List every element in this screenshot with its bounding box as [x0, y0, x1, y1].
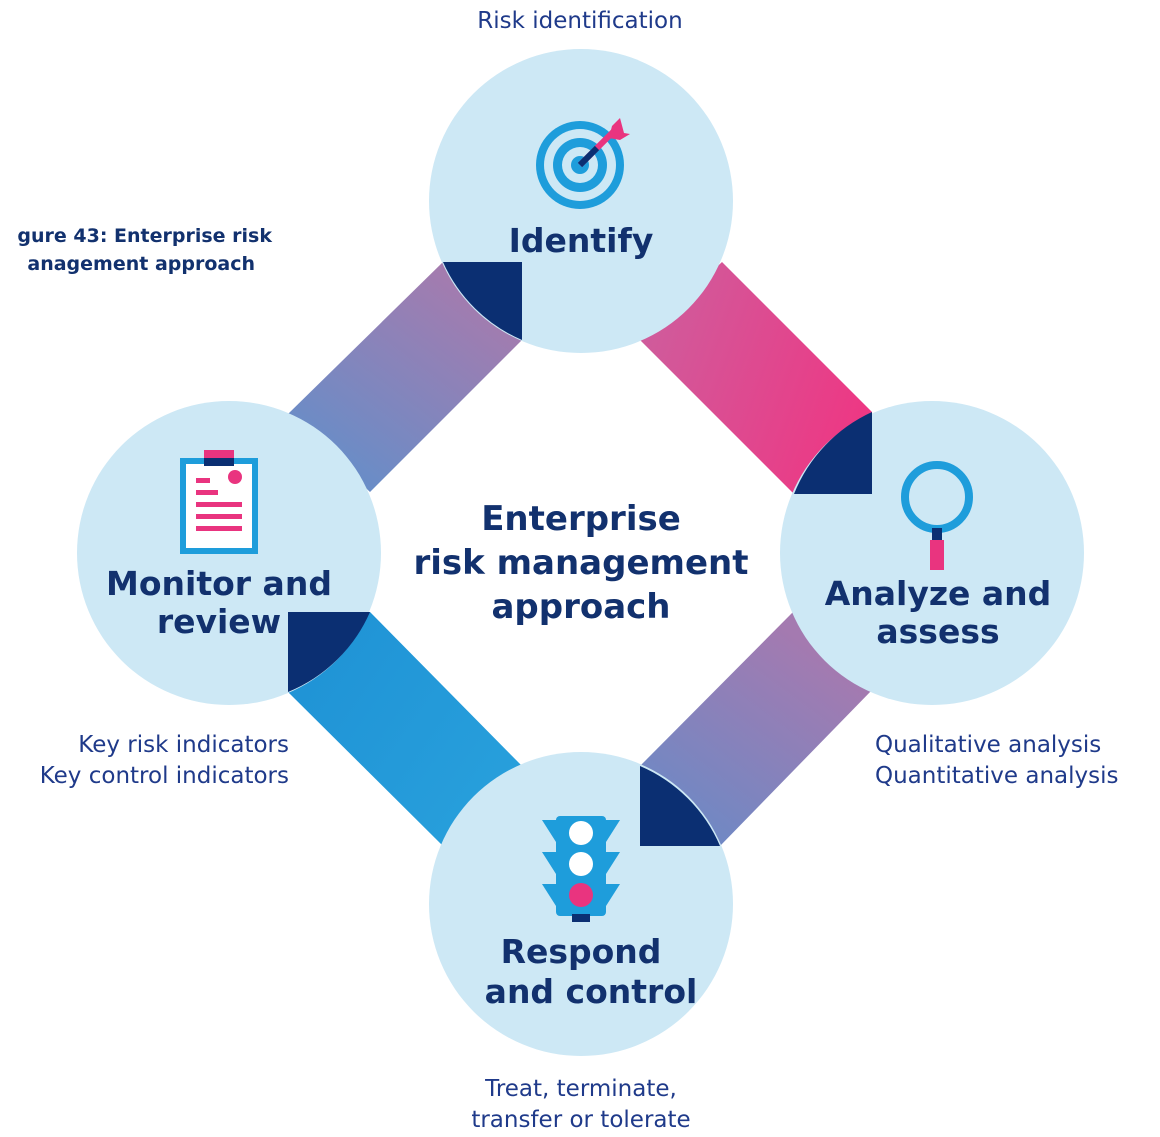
- identify-title: Identify: [509, 221, 654, 260]
- center-title-line3: approach: [491, 587, 670, 627]
- center-title-line2: risk management: [414, 543, 749, 583]
- connector-analyze-respond: [640, 612, 872, 846]
- monitor-title-line2: review: [157, 602, 281, 641]
- analyze-note-line2: Quantitative analysis: [875, 763, 1118, 789]
- monitor-title-line1: Monitor and: [106, 564, 332, 603]
- corner-arc-monitor: [288, 612, 370, 692]
- respond-note-line1: Treat, terminate,: [484, 1076, 677, 1102]
- figure-caption-line1: gure 43: Enterprise risk: [17, 225, 272, 247]
- center-title-line1: Enterprise: [481, 499, 681, 539]
- corner-arc-analyze: [794, 412, 872, 494]
- analyze-title-line1: Analyze and: [825, 574, 1052, 613]
- connector-monitor-respond: [288, 612, 522, 846]
- connector-identify-analyze: [640, 262, 872, 494]
- respond-note-line2: transfer or tolerate: [471, 1107, 690, 1133]
- analyze-title-line2: assess: [876, 612, 999, 651]
- monitor-note-line1: Key risk indicators: [78, 732, 289, 758]
- magnifier-icon: [901, 461, 973, 570]
- figure-caption-line2: anagement approach: [27, 253, 255, 275]
- traffic-light-icon: [542, 816, 620, 922]
- connector-identify-monitor: [288, 262, 522, 492]
- corner-arc-respond: [640, 766, 720, 846]
- monitor-note-line2: Key control indicators: [40, 763, 289, 789]
- respond-title-line1: Respond: [501, 932, 662, 971]
- identify-note: Risk identification: [477, 8, 682, 34]
- respond-title-line2: and control: [485, 972, 698, 1011]
- corner-arc-identify: [443, 262, 522, 340]
- target-icon: [536, 118, 630, 209]
- analyze-note-line1: Qualitative analysis: [875, 732, 1101, 758]
- clipboard-icon: [180, 450, 258, 554]
